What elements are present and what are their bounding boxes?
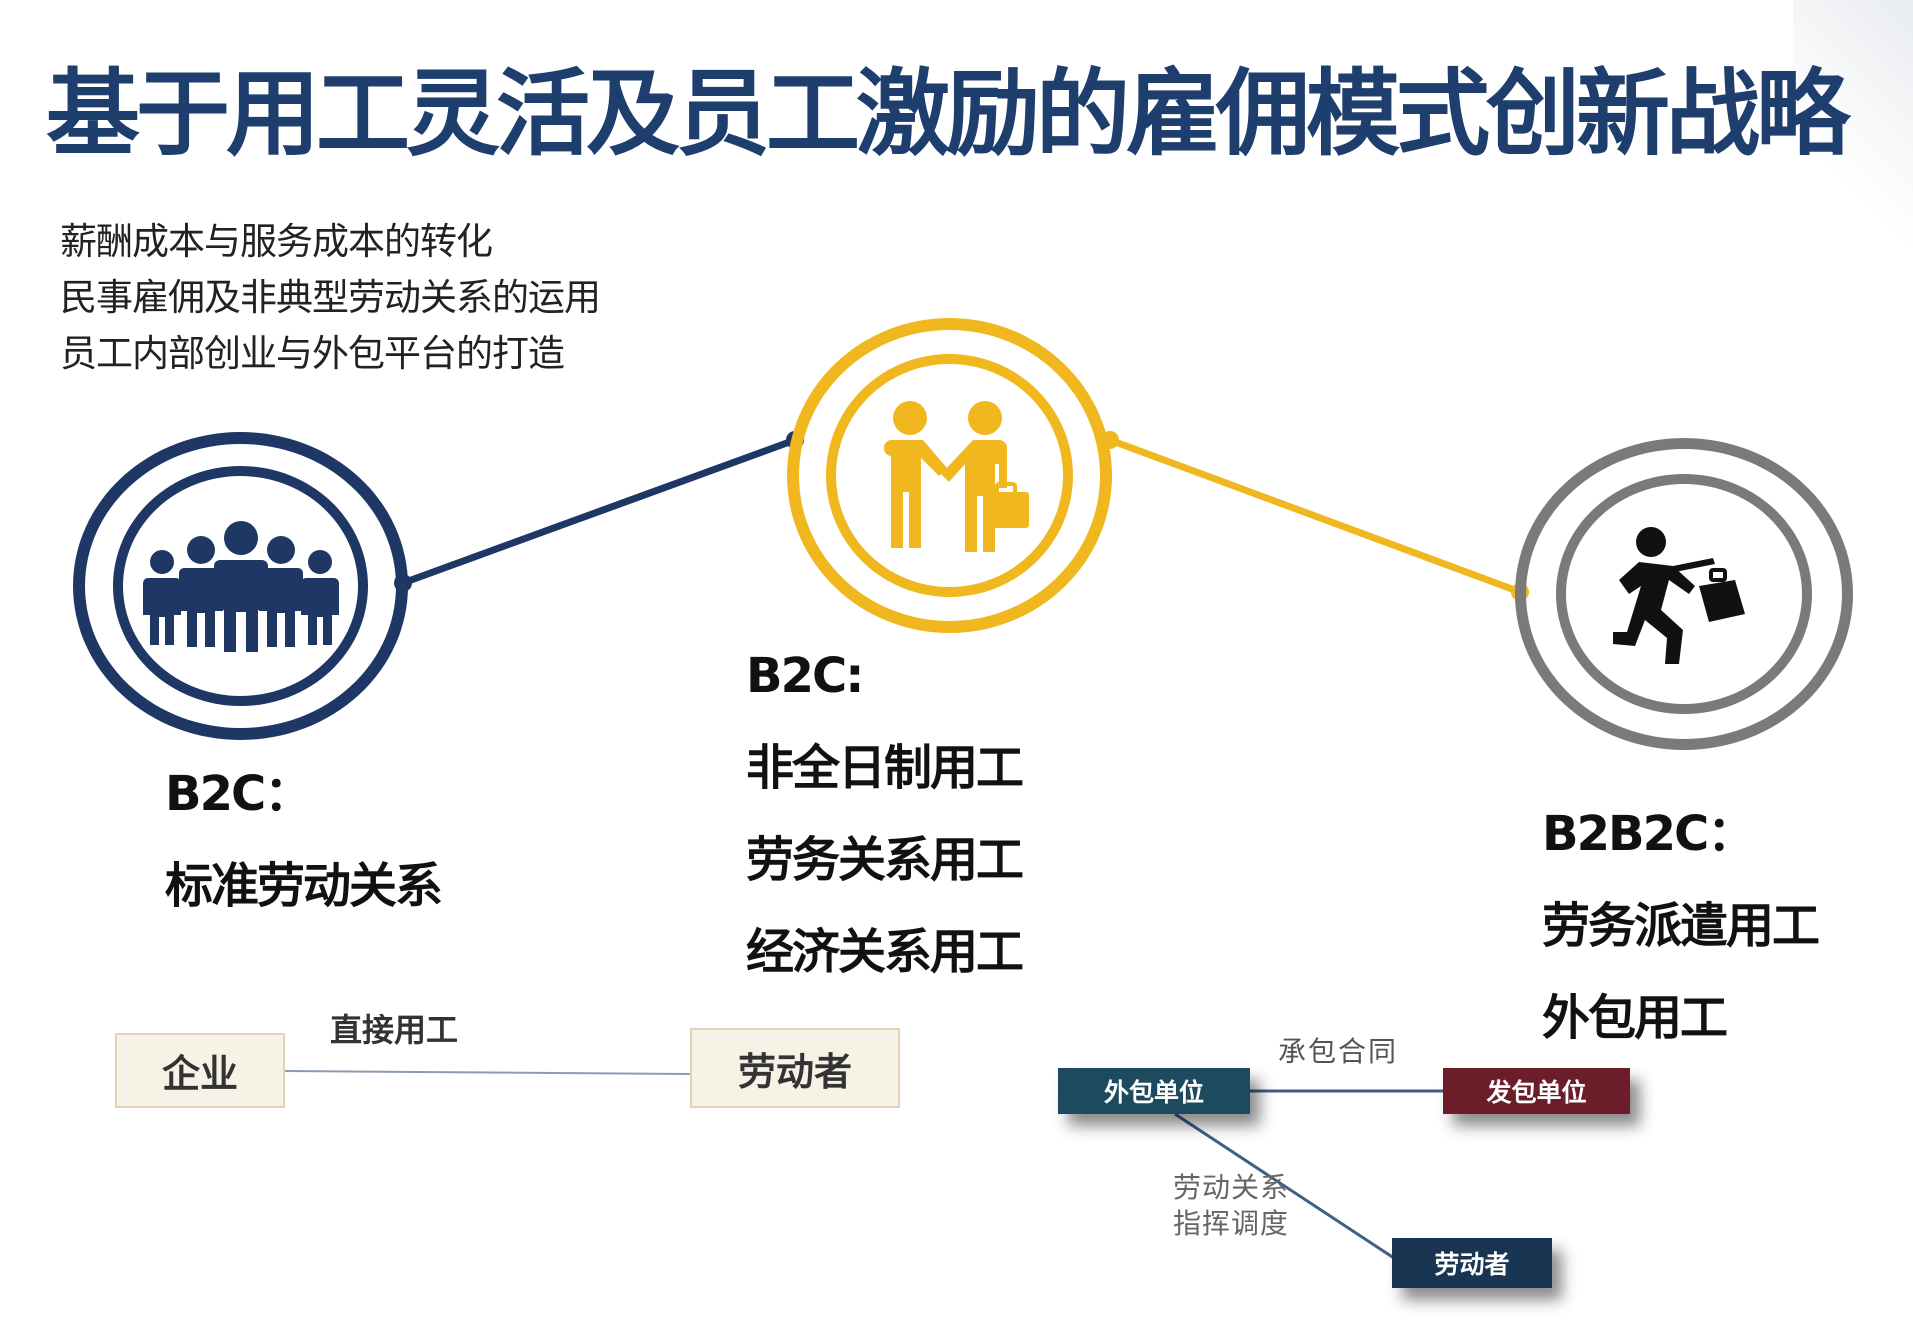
laborer-box: 劳动者: [690, 1028, 900, 1108]
direct-employment-line: [284, 1070, 691, 1075]
group-of-people-icon: [142, 521, 339, 652]
category-heading: B2B2C：: [1542, 806, 1755, 862]
contract-label: 承包合同: [1278, 1035, 1399, 1068]
strategy-point: 员工内部创业与外包平台的打造: [60, 332, 565, 375]
category-item: 标准劳动关系: [165, 858, 443, 914]
dispatched-laborer-box: 劳动者: [1392, 1238, 1552, 1288]
category-item: 非全日制用工: [746, 740, 1024, 796]
enterprise-box: 企业: [115, 1033, 285, 1108]
labor-relation-line: [1174, 1112, 1401, 1264]
page-title: 基于用工灵活及员工激励的雇佣模式创新战略: [46, 60, 1850, 169]
corner-decoration: [1793, 0, 1913, 300]
outsourcer-box: 外包单位: [1058, 1068, 1250, 1114]
contractor-inner-ring: [1556, 474, 1812, 714]
labor-relation-line-2: 指挥调度: [1173, 1207, 1290, 1240]
category-item: 经济关系用工: [746, 924, 1024, 980]
workforce-inner-ring: [113, 466, 368, 706]
direct-employment-label: 直接用工: [330, 1011, 459, 1049]
category-flexible: B2C: 非全日制用工 劳务关系用工 经济关系用工: [746, 630, 1024, 998]
labor-relation-line-1: 劳动关系: [1173, 1171, 1290, 1204]
category-heading: B2C：: [165, 766, 312, 822]
partnership-inner-ring: [826, 354, 1073, 597]
partnership-circle: [787, 318, 1112, 633]
category-item: 劳务派遣用工: [1542, 898, 1820, 954]
issuer-box: 发包单位: [1443, 1068, 1630, 1114]
handshake-icon: [883, 400, 1029, 552]
contractor-circle: [1515, 438, 1853, 750]
strategy-point: 民事雇佣及非典型劳动关系的运用: [60, 276, 601, 319]
workforce-circle: [73, 432, 408, 740]
gold-connector: [1108, 436, 1522, 596]
navy-connector: [401, 436, 797, 587]
category-heading: B2C:: [746, 648, 864, 704]
labor-relation-label: 劳动关系 指挥调度: [1173, 1170, 1289, 1242]
category-standard: B2C： 标准劳动关系: [165, 748, 443, 932]
running-businessman-icon: [1613, 527, 1745, 664]
category-item: 外包用工: [1542, 990, 1728, 1046]
strategy-points: 薪酬成本与服务成本的转化 民事雇佣及非典型劳动关系的运用 员工内部创业与外包平台…: [60, 214, 601, 382]
category-dispatch: B2B2C： 劳务派遣用工 外包用工: [1542, 788, 1820, 1064]
category-item: 劳务关系用工: [746, 832, 1024, 888]
strategy-point: 薪酬成本与服务成本的转化: [60, 220, 493, 263]
